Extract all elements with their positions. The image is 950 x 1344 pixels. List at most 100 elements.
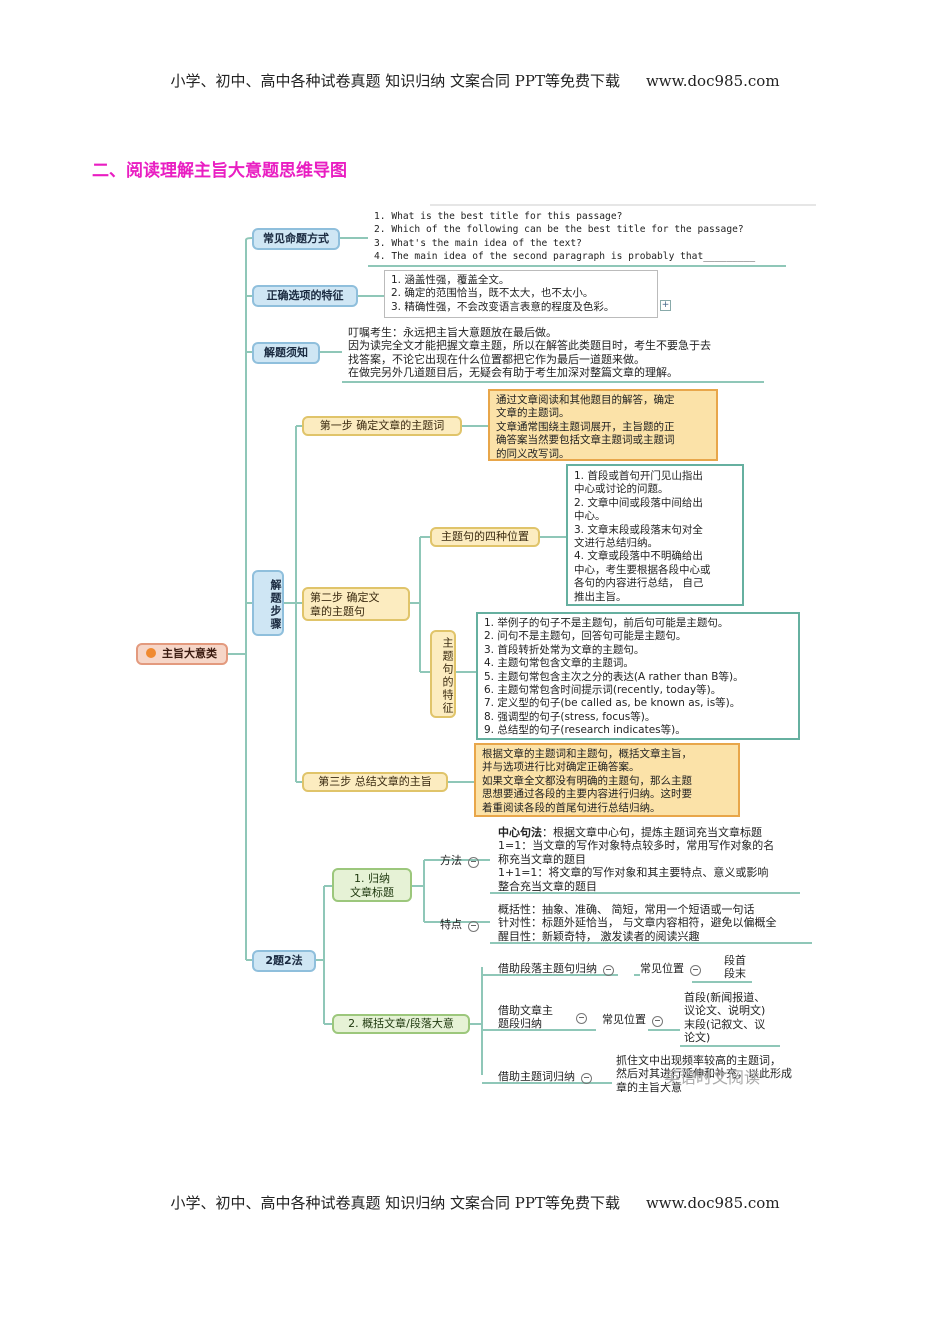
topic-sentence-method[interactable]: 借助段落主题句归纳 [498,960,614,976]
text-line: 然后对其进行延伸和补充，以此形成 [616,1067,792,1081]
collapse-icon[interactable] [468,921,479,932]
text-line: 通过文章阅读和其他题目的解答，确定 [496,394,675,406]
list-item: 3. What's the main idea of the text? [374,237,582,249]
branch-correct-option-features[interactable]: 正确选项的特征 [252,285,358,307]
tips-text: 叮嘱考生：永远把主旨大意题放在最后做。 因为读完全文才能把握文章主题，所以在解答… [348,326,711,380]
list-item: 1. 涵盖性强，覆盖全文。 [391,274,510,286]
text-line: 段首 [724,954,746,967]
text-line: 找答案，不论它出现在什么位置都把它作为最后一道题来做。 [348,352,645,366]
summarize-title-node[interactable]: 1. 归纳 文章标题 [332,868,412,902]
text-line: 中心，考生要根据各段中心或 [574,563,711,576]
node-label: 特点 [440,918,462,931]
text-line: 3. 首段转折处常为文章的主题句。 [484,643,645,656]
position-values-1: 段首 段末 [724,954,746,981]
text-line: 文进行总结归纳。 [574,537,658,550]
text-line: 根据文章的主题词和主题句，概括文章主旨， [482,748,692,760]
footer-text: 小学、初中、高中各种试卷真题 知识归纳 文案合同 PPT等免费下载 [170,1194,620,1212]
root-node[interactable]: 主旨大意类 [136,643,228,665]
node-label: 主题句的四种位置 [441,530,529,543]
node-label: 借助主题词归纳 [498,1070,575,1083]
topic-sentence-positions-list: 1. 首段或首句开门见山指出 中心或讨论的问题。 2. 文章中间或段落中间给出 … [566,464,744,606]
topic-sentence-positions-node[interactable]: 主题句的四种位置 [430,527,540,547]
correct-option-features-list: 1. 涵盖性强，覆盖全文。 2. 确定的范围恰当，既不太大，也不太小。 3. 精… [384,270,658,318]
collapse-icon[interactable] [652,1016,663,1027]
bold-term: 中心句法 [498,826,542,839]
text-line: 首段(新闻报道、 [684,991,766,1004]
text-line: 议论文、说明文) [684,1004,766,1018]
text-line: 推出主旨。 [574,590,627,603]
branch-solving-steps[interactable]: 解题步骤 [252,570,284,636]
step1-detail: 通过文章阅读和其他题目的解答，确定 文章的主题词。 文章通常围绕主题词展开，主旨… [488,389,718,461]
collapse-icon[interactable] [581,1073,592,1084]
node-label: 借助段落主题句归纳 [498,962,597,975]
text-line: 叮嘱考生：永远把主旨大意题放在最后做。 [348,326,557,339]
trait-detail: 概括性：抽象、准确、 简短，常用一个短语或一句话 针对性：标题外延恰当， 与文章… [498,903,777,943]
topic-sentence-features-node[interactable]: 主题句的特征 [430,630,456,718]
step1-node[interactable]: 第一步 确定文章的主题词 [302,416,462,436]
text-line: 1=1：当文章的写作对象特点较多时，常用写作对象的名 [498,839,775,853]
text-line: 4. 主题句常包含文章的主题词。 [484,657,634,670]
text-line: 1+1=1：将文章的写作对象和其主要特点、意义或影响 [498,866,769,880]
step-label: 第一步 确定文章的主题词 [319,419,445,432]
node-label: 借助文章主 [498,1004,553,1017]
trait-node[interactable]: 特点 [440,916,479,932]
branch-two-questions-two-methods[interactable]: 2题2法 [252,950,316,972]
text-line: 9. 总结型的句子(research indicates等)。 [484,724,686,737]
collapse-icon[interactable] [690,965,701,976]
text-line: 段末 [724,967,746,981]
expand-icon[interactable]: + [660,300,671,311]
section-title: 二、阅读理解主旨大意题思维导图 [92,161,347,181]
summarize-main-idea-node[interactable]: 2. 概括文章/段落大意 [332,1014,470,1034]
text-line: 思想要通过各段的主要内容进行归纳。这时要 [482,788,692,801]
method-detail: 中心句法：根据文章中心句，提炼主题词充当文章标题 1=1：当文章的写作对象特点较… [498,826,774,893]
text-line: 确答案当然要包括文章主题词或主题词 [496,434,675,447]
text-line: 8. 强调型的句子(stress, focus等)。 [484,710,656,723]
common-position-2[interactable]: 常见位置 [602,1011,663,1027]
list-item: 1. What is the best title for this passa… [374,211,623,222]
text-line: 6. 主题句常包含时间提示词(recently, today等)。 [484,684,722,697]
method-node[interactable]: 方法 [440,852,479,868]
text-line: 中心。 [574,510,606,523]
collapse-icon[interactable] [576,1013,587,1024]
step3-detail: 根据文章的主题词和主题句，概括文章主旨， 并与选项进行比对确定正确答案。 如果文… [474,743,740,817]
list-item: 2. Which of the following can be the bes… [374,224,744,236]
branch-label: 常见命题方式 [263,232,329,245]
text-line: 概括性：抽象、准确、 简短，常用一个短语或一句话 [498,903,755,916]
branch-label: 正确选项的特征 [266,289,344,302]
step2-node[interactable]: 第二步 确定文 章的主题句 [302,587,410,621]
root-marker-icon [146,648,156,658]
step-label: 章的主题句 [310,605,365,618]
text-line: 论文) [684,1031,711,1045]
question-types-list: 1. What is the best title for this passa… [370,208,759,266]
text-line: 并与选项进行比对确定正确答案。 [482,761,640,774]
text-line: 文章的主题词。 [496,407,570,420]
header-text: 小学、初中、高中各种试卷真题 知识归纳 文案合同 PPT等免费下载 [170,72,620,90]
common-position-1[interactable]: 常见位置 [640,960,701,976]
text-line: 文章通常围绕主题词展开，主旨题的正 [496,420,675,433]
text-line: 4. 文章或段落中不明确给出 [574,550,703,563]
keyword-detail: 抓住文中出现频率较高的主题词， 然后对其进行延伸和补充，以此形成 章的主旨大意 [616,1054,792,1094]
collapse-icon[interactable] [603,965,614,976]
topic-paragraph-method[interactable]: 借助文章主 题段归纳 [498,1004,553,1031]
step3-node[interactable]: 第三步 总结文章的主旨 [302,772,448,792]
node-label: 常见位置 [602,1013,646,1026]
text-line: 的同义改写词。 [496,447,570,460]
keyword-method[interactable]: 借助主题词归纳 [498,1068,592,1084]
text-line: 称充当文章的题目 [498,852,586,866]
collapse-icon[interactable] [468,857,479,868]
branch-tips[interactable]: 解题须知 [252,342,320,364]
text-line: 章的主旨大意 [616,1080,682,1094]
text-line: 1. 首段或首句开门见山指出 [574,470,703,482]
text-line: 针对性：标题外延恰当， 与文章内容相符，避免以偏概全 [498,916,777,930]
text-line: 醒目性：新颖奇特， 激发读者的阅读兴趣 [498,929,700,943]
text-line: 2. 问句不是主题句，回答句可能是主题句。 [484,630,687,643]
text-line: 着重阅读各段的首尾句进行总结归纳。 [482,801,661,814]
text-line: 2. 文章中间或段落中间给出 [574,496,703,509]
branch-label: 解题须知 [264,346,308,359]
text-line: 因为读完全文才能把握文章主题，所以在解答此类题目时，考生不要急于去 [348,339,711,353]
step-label: 第三步 总结文章的主旨 [318,775,432,788]
branch-question-types[interactable]: 常见命题方式 [252,228,340,250]
text-line: 在做完另外几道题目后，无疑会有助于考生加深对整篇文章的理解。 [348,366,678,380]
